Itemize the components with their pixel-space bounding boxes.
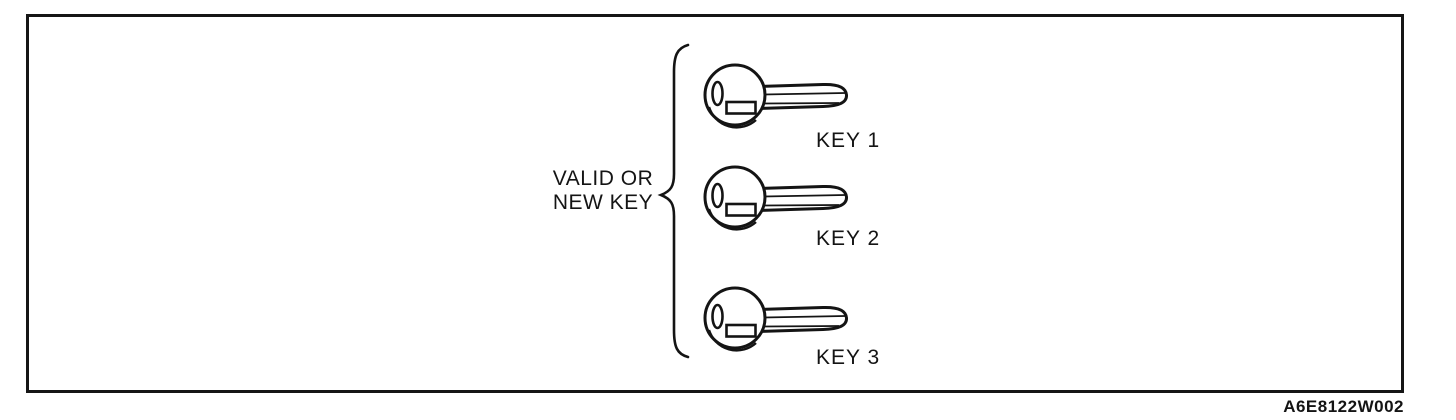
key-3-label: KEY 3 xyxy=(816,346,881,369)
key-3-icon xyxy=(703,286,849,352)
brace-label-line-2: NEW KEY xyxy=(552,191,654,214)
key-2-label: KEY 2 xyxy=(816,227,881,250)
key-2-icon xyxy=(703,165,849,231)
brace-label-line-1: VALID OR xyxy=(552,167,654,190)
brace-icon xyxy=(657,43,690,359)
key-1-label: KEY 1 xyxy=(816,129,881,152)
key-1-icon xyxy=(703,63,849,129)
figure-code: A6E8122W002 xyxy=(1283,397,1404,416)
brace-label: VALID OR NEW KEY xyxy=(550,167,656,215)
